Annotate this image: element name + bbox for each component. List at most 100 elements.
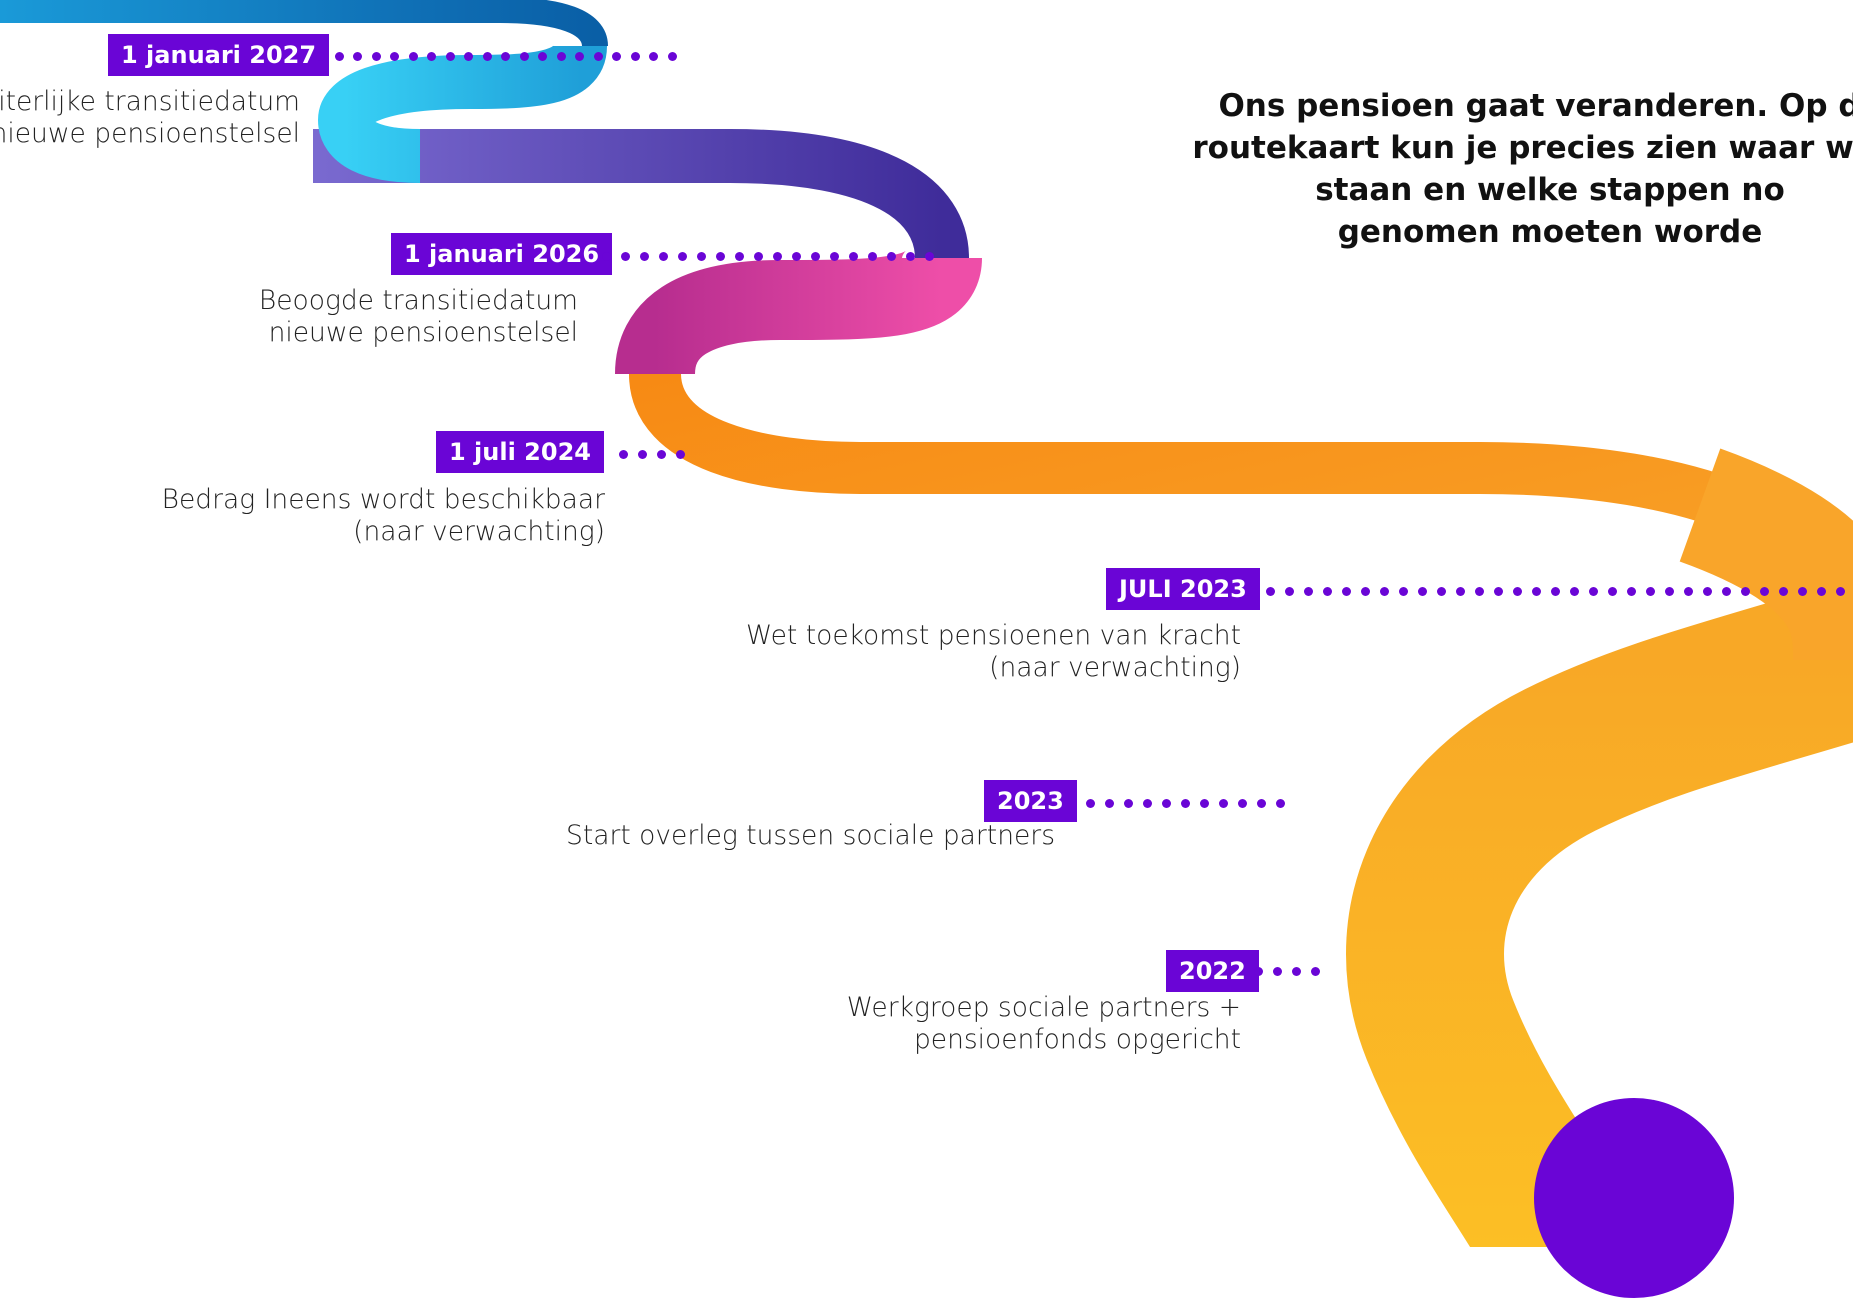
connector-dot: [811, 252, 820, 261]
connector-dot: [408, 52, 418, 61]
connector-dot: [792, 252, 801, 261]
connector-dot: [1399, 587, 1408, 596]
description-line: Uiterlijke transitiedatum: [0, 86, 300, 117]
road-segment-lightblue: [317, 42, 607, 183]
connector-dot: [1200, 799, 1209, 808]
intro-text: Ons pensioen gaat veranderen. Op de rout…: [1100, 85, 1853, 253]
connector-dot: [1380, 587, 1389, 596]
connector-dot: [621, 252, 630, 261]
connector-dot: [678, 252, 687, 261]
milestone-date-badge: 1 januari 2026: [391, 233, 613, 275]
connector-dot: [1361, 587, 1370, 596]
connector-dot: [630, 52, 640, 61]
road-segment-purple: [313, 129, 969, 260]
connector-dot: [445, 52, 455, 61]
description-line: nieuwe pensioenstelsel: [268, 317, 578, 348]
milestone-description: Start overleg tussen sociale partners: [566, 820, 1055, 852]
description-line: pensioenfonds opgericht: [913, 1024, 1241, 1055]
connector-dot: [773, 252, 782, 261]
connector-dot: [602, 252, 611, 261]
connector-dot: [1219, 799, 1228, 808]
milestone-description: Wet toekomst pensioenen van kracht (naar…: [746, 620, 1241, 684]
connector-dot: [1513, 587, 1522, 596]
road-segment-blue: [0, 0, 608, 48]
intro-line: genomen moeten worde: [1337, 214, 1763, 250]
milestone-description: Werkgroep sociale partners + pensioenfon…: [847, 992, 1241, 1056]
connector-dot: [830, 252, 839, 261]
connector-dot: [1760, 587, 1769, 596]
connector-dot: [1311, 967, 1320, 976]
connector-dot: [1342, 587, 1351, 596]
connector-dot: [735, 252, 744, 261]
connector-dot: [754, 252, 763, 261]
milestone-date-badge: JULI 2023: [1106, 568, 1260, 610]
connector-dot: [849, 252, 858, 261]
connector-dot: [316, 52, 325, 61]
description-line: (naar verwachting): [353, 516, 605, 547]
connector-dot: [887, 252, 896, 261]
connector-dot: [1257, 799, 1266, 808]
connector-dot: [1124, 799, 1133, 808]
connector-dot: [334, 52, 344, 61]
intro-line: Ons pensioen gaat veranderen. Op de: [1218, 88, 1853, 124]
connector-dot: [519, 52, 529, 61]
milestone-description: Bedrag Ineens wordt beschikbaar (naar ve…: [162, 484, 605, 548]
connector-dot: [906, 252, 915, 261]
connector-dot: [697, 252, 706, 261]
connector-dot: [1741, 587, 1750, 596]
connector-dot: [1722, 587, 1731, 596]
connector-dot: [353, 52, 362, 61]
connector-dot: [1475, 587, 1484, 596]
connector-dot: [1570, 587, 1579, 596]
connector-dot: [1276, 799, 1285, 808]
intro-line: staan en welke stappen no: [1315, 172, 1785, 208]
connector-dot: [1836, 587, 1845, 596]
connector-dot: [1105, 799, 1114, 808]
corner-circle: [1534, 1098, 1734, 1298]
connector-dot: [1627, 587, 1636, 596]
connector-dot: [1273, 967, 1282, 976]
description-line: Beoogde transitiedatum: [258, 285, 578, 316]
connector-dot: [657, 450, 666, 459]
connector-dot: [1665, 587, 1674, 596]
milestone-description: Uiterlijke transitiedatum nieuwe pensioe…: [0, 86, 300, 150]
connector-dot: [1798, 587, 1807, 596]
connector-dot: [1589, 587, 1598, 596]
connector-dot: [1684, 587, 1693, 596]
connector-dot: [1494, 587, 1503, 596]
milestone-date-badge: 2023: [984, 780, 1077, 822]
connector-dot: [1162, 799, 1171, 808]
connector-dot: [649, 52, 658, 61]
connector-dot: [1532, 587, 1541, 596]
connector-dot: [1437, 587, 1446, 596]
connector-dot: [1266, 587, 1275, 596]
connector-dot: [925, 252, 934, 261]
milestone-date-badge: 2022: [1166, 950, 1259, 992]
connector-dot: [482, 52, 492, 61]
milestone-date-badge: 1 juli 2024: [436, 431, 604, 473]
connector-dot: [593, 52, 603, 61]
description-line: Werkgroep sociale partners +: [846, 992, 1241, 1023]
connector-dot: [612, 52, 621, 61]
connector-dot: [667, 52, 677, 61]
connector-dot: [1779, 587, 1788, 596]
connector-dot: [1608, 587, 1617, 596]
description-line: Wet toekomst pensioenen van kracht: [745, 620, 1241, 651]
connector-dot: [1817, 587, 1826, 596]
connector-dot: [1254, 967, 1263, 976]
milestone-description: Beoogde transitiedatum nieuwe pensioenst…: [259, 285, 578, 349]
connector-dot: [1304, 587, 1313, 596]
timeline-road: [0, 0, 1853, 1247]
connector-dot: [676, 450, 685, 459]
connector-dot: [619, 450, 628, 459]
connector-dot: [1086, 799, 1095, 808]
connector-dot: [640, 252, 649, 261]
connector-dot: [1703, 587, 1712, 596]
connector-dot: [575, 52, 584, 61]
description-line: nieuwe pensioenstelsel: [0, 118, 300, 149]
connector-dot: [1238, 799, 1247, 808]
connector-dot: [371, 52, 381, 61]
connector-dot: [556, 52, 566, 61]
description-line: Start overleg tussen sociale partners: [566, 820, 1055, 851]
connector-dot: [1456, 587, 1465, 596]
